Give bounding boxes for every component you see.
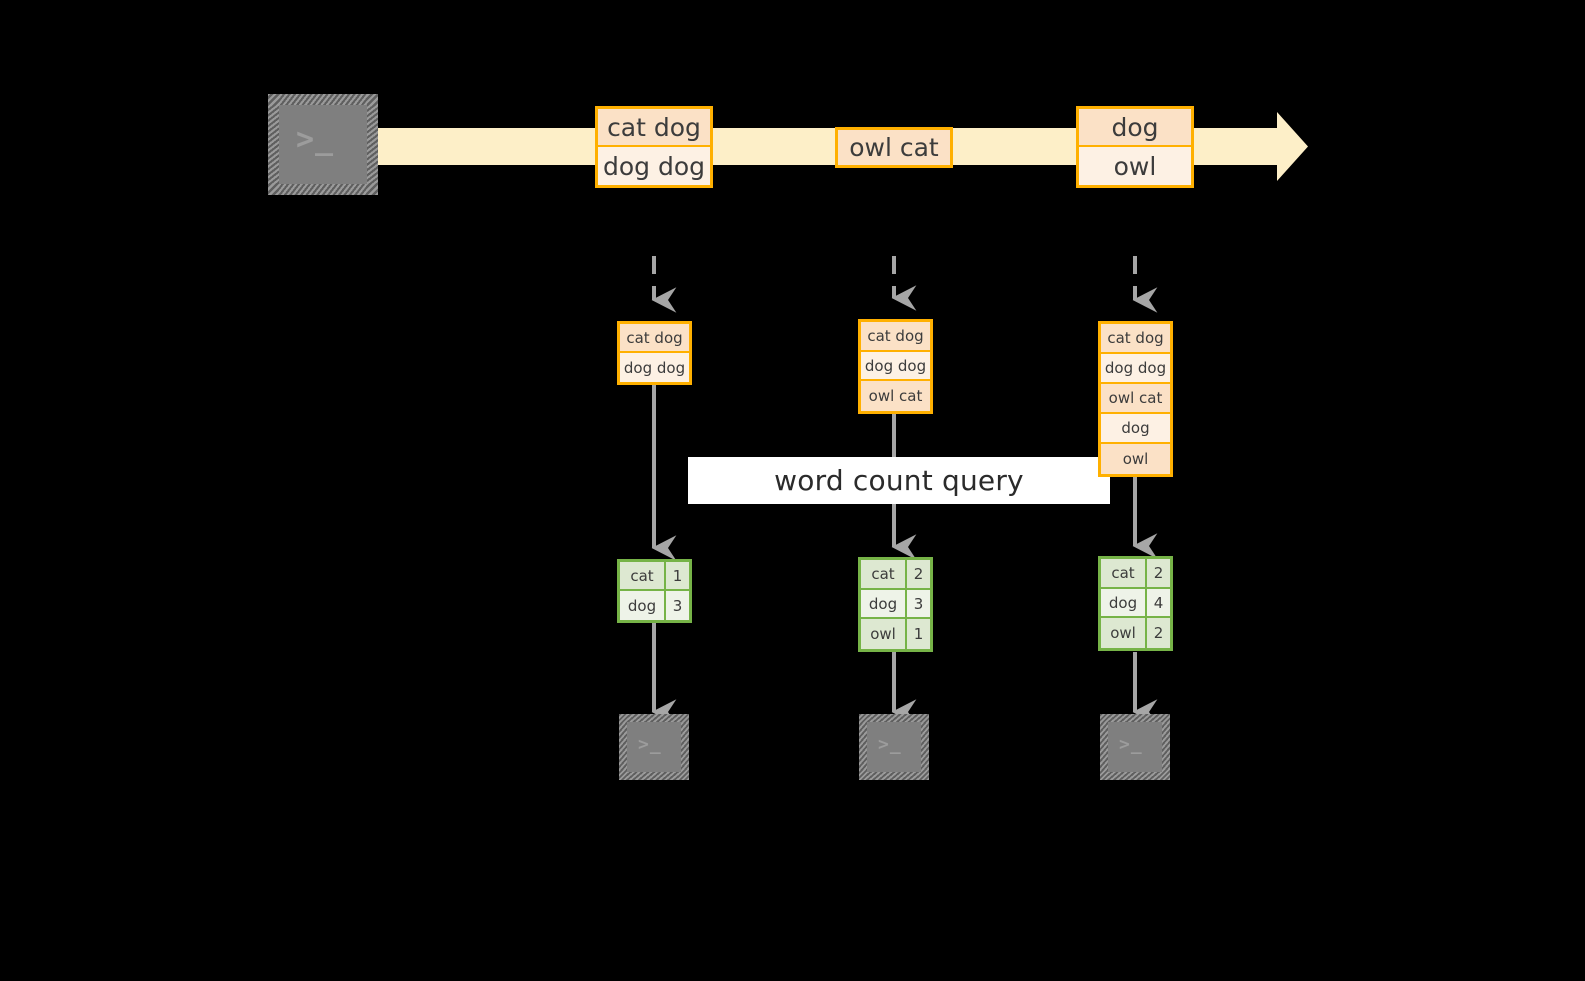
result-word: cat — [620, 562, 666, 590]
table-row: dog 3 — [620, 591, 689, 620]
snapshot-input-line: dog — [1101, 414, 1170, 444]
stream-record-line: owl cat — [838, 130, 950, 165]
snapshot-1-result-table[interactable]: cat 1 dog 3 — [617, 559, 692, 623]
result-count: 2 — [1153, 624, 1164, 643]
query-label: word count query — [774, 464, 1024, 497]
table-row: cat 1 — [620, 562, 689, 592]
snapshot-input-line: cat dog — [1101, 324, 1170, 354]
query-label-band: word count query — [688, 457, 1110, 504]
table-row: cat 2 — [1101, 559, 1170, 589]
result-word: dog — [861, 589, 907, 618]
snapshot-input-line: owl cat — [861, 381, 930, 411]
result-count: 1 — [913, 625, 924, 644]
table-row: cat 2 — [861, 560, 930, 590]
table-row: dog 4 — [1101, 588, 1170, 619]
snapshot-input-line: owl cat — [1101, 384, 1170, 414]
snapshot-3-input-overlay[interactable]: cat dog dog dog owl cat dog owl — [1098, 321, 1173, 477]
result-word: owl — [861, 619, 907, 649]
stream-record-line: dog dog — [598, 147, 710, 185]
snapshot-2-input[interactable]: cat dog dog dog owl cat — [858, 319, 933, 414]
snapshot-3-sink-terminal-icon[interactable]: >_ — [1100, 714, 1170, 780]
table-row: dog 3 — [861, 589, 930, 620]
result-word: owl — [1101, 618, 1147, 648]
table-row: owl 1 — [861, 619, 930, 649]
result-word: cat — [861, 560, 907, 588]
snapshot-1-input[interactable]: cat dog dog dog — [617, 321, 692, 385]
result-count: 2 — [913, 564, 924, 583]
stream-record-1[interactable]: cat dog dog dog — [595, 106, 713, 188]
stream-record-line: owl — [1079, 147, 1191, 185]
table-row: owl 2 — [1101, 618, 1170, 648]
snapshot-input-line: dog dog — [620, 353, 689, 382]
result-count: 3 — [672, 596, 683, 615]
result-count: 2 — [1153, 563, 1164, 582]
source-terminal-prompt: >_ — [296, 122, 335, 157]
stream-record-2[interactable]: owl cat — [835, 127, 953, 168]
snapshot-input-line: dog dog — [861, 351, 930, 382]
sink-terminal-prompt: >_ — [878, 734, 902, 755]
result-count: 4 — [1153, 593, 1164, 612]
result-word: dog — [1101, 588, 1147, 617]
result-count: 3 — [913, 594, 924, 613]
stream-record-3[interactable]: dog owl — [1076, 106, 1194, 188]
stream-record-line: dog — [1079, 109, 1191, 148]
snapshot-input-line: owl — [1101, 444, 1170, 474]
result-word: cat — [1101, 559, 1147, 587]
sink-terminal-prompt: >_ — [1119, 734, 1143, 755]
snapshot-input-line: cat dog — [620, 324, 689, 354]
snapshot-1-sink-terminal-icon[interactable]: >_ — [619, 714, 689, 780]
snapshot-input-line: cat dog — [861, 322, 930, 352]
sink-terminal-prompt: >_ — [638, 734, 662, 755]
result-word: dog — [620, 591, 666, 620]
stream-record-line: cat dog — [598, 109, 710, 148]
snapshot-input-line: dog dog — [1101, 354, 1170, 384]
snapshot-2-result-table[interactable]: cat 2 dog 3 owl 1 — [858, 557, 933, 652]
source-terminal-icon[interactable]: >_ — [268, 94, 378, 195]
result-count: 1 — [672, 566, 683, 585]
snapshot-2-sink-terminal-icon[interactable]: >_ — [859, 714, 929, 780]
snapshot-3-result-table[interactable]: cat 2 dog 4 owl 2 — [1098, 556, 1173, 651]
